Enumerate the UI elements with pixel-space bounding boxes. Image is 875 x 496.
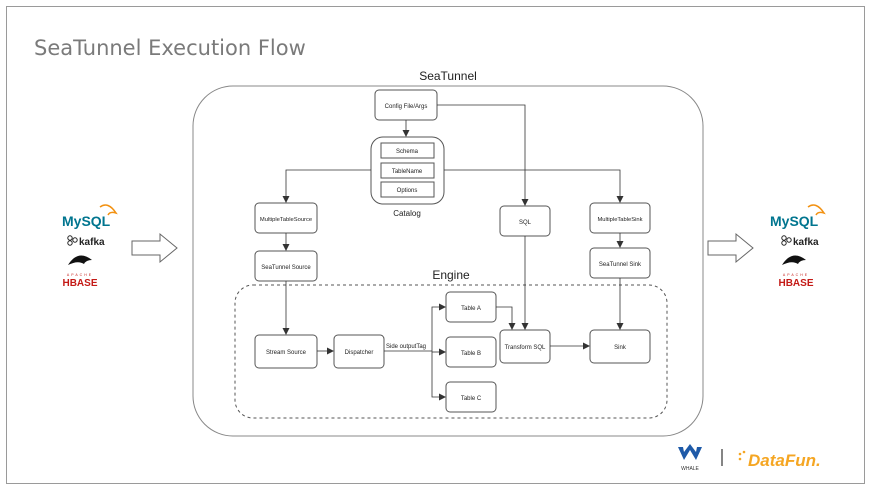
arrow-catalog-to-source [282, 169, 371, 203]
slide-title: SeaTunnel Execution Flow [34, 36, 306, 60]
svg-text:HBASE: HBASE [62, 278, 97, 289]
sink-node [589, 329, 651, 364]
tablename-node [380, 162, 435, 179]
arrow-catalog-to-sink [444, 169, 624, 203]
config-label: Config File/Args [385, 104, 428, 110]
transform-sql-label: Transform SQL [505, 345, 546, 351]
datafun-logo: DataFun. [738, 450, 821, 470]
svg-text:MySQL: MySQL [62, 213, 111, 229]
table-a-label: Table A [461, 306, 481, 312]
output-arrow [707, 232, 754, 264]
table-c-node [445, 381, 497, 413]
kafka-logo-right: kafka [781, 235, 819, 248]
dispatcher-label: Dispatcher [345, 350, 374, 356]
svg-text:APACHE: APACHE [783, 273, 809, 277]
engine-container [234, 284, 668, 419]
arrow-config-to-sql [437, 104, 529, 206]
hbase-logo-left: APACHE HBASE [62, 255, 98, 289]
multiple-table-source-label: MultipleTableSource [260, 217, 312, 223]
tablename-label: TableName [392, 169, 423, 175]
arrow-table-a-to-transform [496, 306, 516, 330]
catalog-label: Catalog [393, 209, 421, 218]
transform-sql-node [499, 329, 551, 364]
seatunnel-source-label: SeaTunnel Source [261, 265, 311, 271]
stream-source-node [254, 334, 318, 369]
input-arrow [131, 232, 178, 264]
side-output-label: Side outputTag [386, 344, 426, 350]
stream-source-label: Stream Source [266, 350, 307, 356]
mysql-logo-right: MySQL [770, 204, 826, 229]
mysql-logo-left: MySQL [62, 204, 118, 229]
arrow-to-table-a [431, 303, 446, 351]
options-node [380, 181, 435, 198]
svg-text:APACHE: APACHE [67, 273, 93, 277]
slide-frame [6, 6, 865, 484]
svg-text:MySQL: MySQL [770, 213, 819, 229]
options-label: Options [397, 188, 418, 194]
arrow-to-table-c [431, 351, 446, 401]
hbase-logo-right: APACHE HBASE [778, 255, 814, 289]
seatunnel-sink-label: SeaTunnel Sink [599, 262, 642, 268]
multiple-table-sink-label: MultipleTableSink [597, 217, 642, 223]
kafka-logo-left: kafka [67, 235, 105, 248]
svg-text:HBASE: HBASE [778, 278, 813, 289]
svg-text:WHALE: WHALE [681, 466, 699, 472]
dispatcher-node [333, 334, 385, 369]
seatunnel-label: SeaTunnel [419, 69, 477, 83]
table-b-label: Table B [461, 351, 481, 357]
svg-text:DataFun.: DataFun. [748, 451, 821, 470]
table-b-node [445, 336, 497, 368]
whale-logo: WHALE [678, 444, 702, 472]
svg-text:kafka: kafka [79, 237, 105, 248]
schema-node [380, 142, 435, 159]
seatunnel-container [192, 85, 704, 437]
sink-label: Sink [614, 345, 627, 351]
svg-text:kafka: kafka [793, 237, 819, 248]
sql-label: SQL [519, 220, 532, 226]
table-c-label: Table C [461, 396, 482, 402]
engine-label: Engine [432, 268, 470, 282]
schema-label: Schema [396, 149, 419, 155]
